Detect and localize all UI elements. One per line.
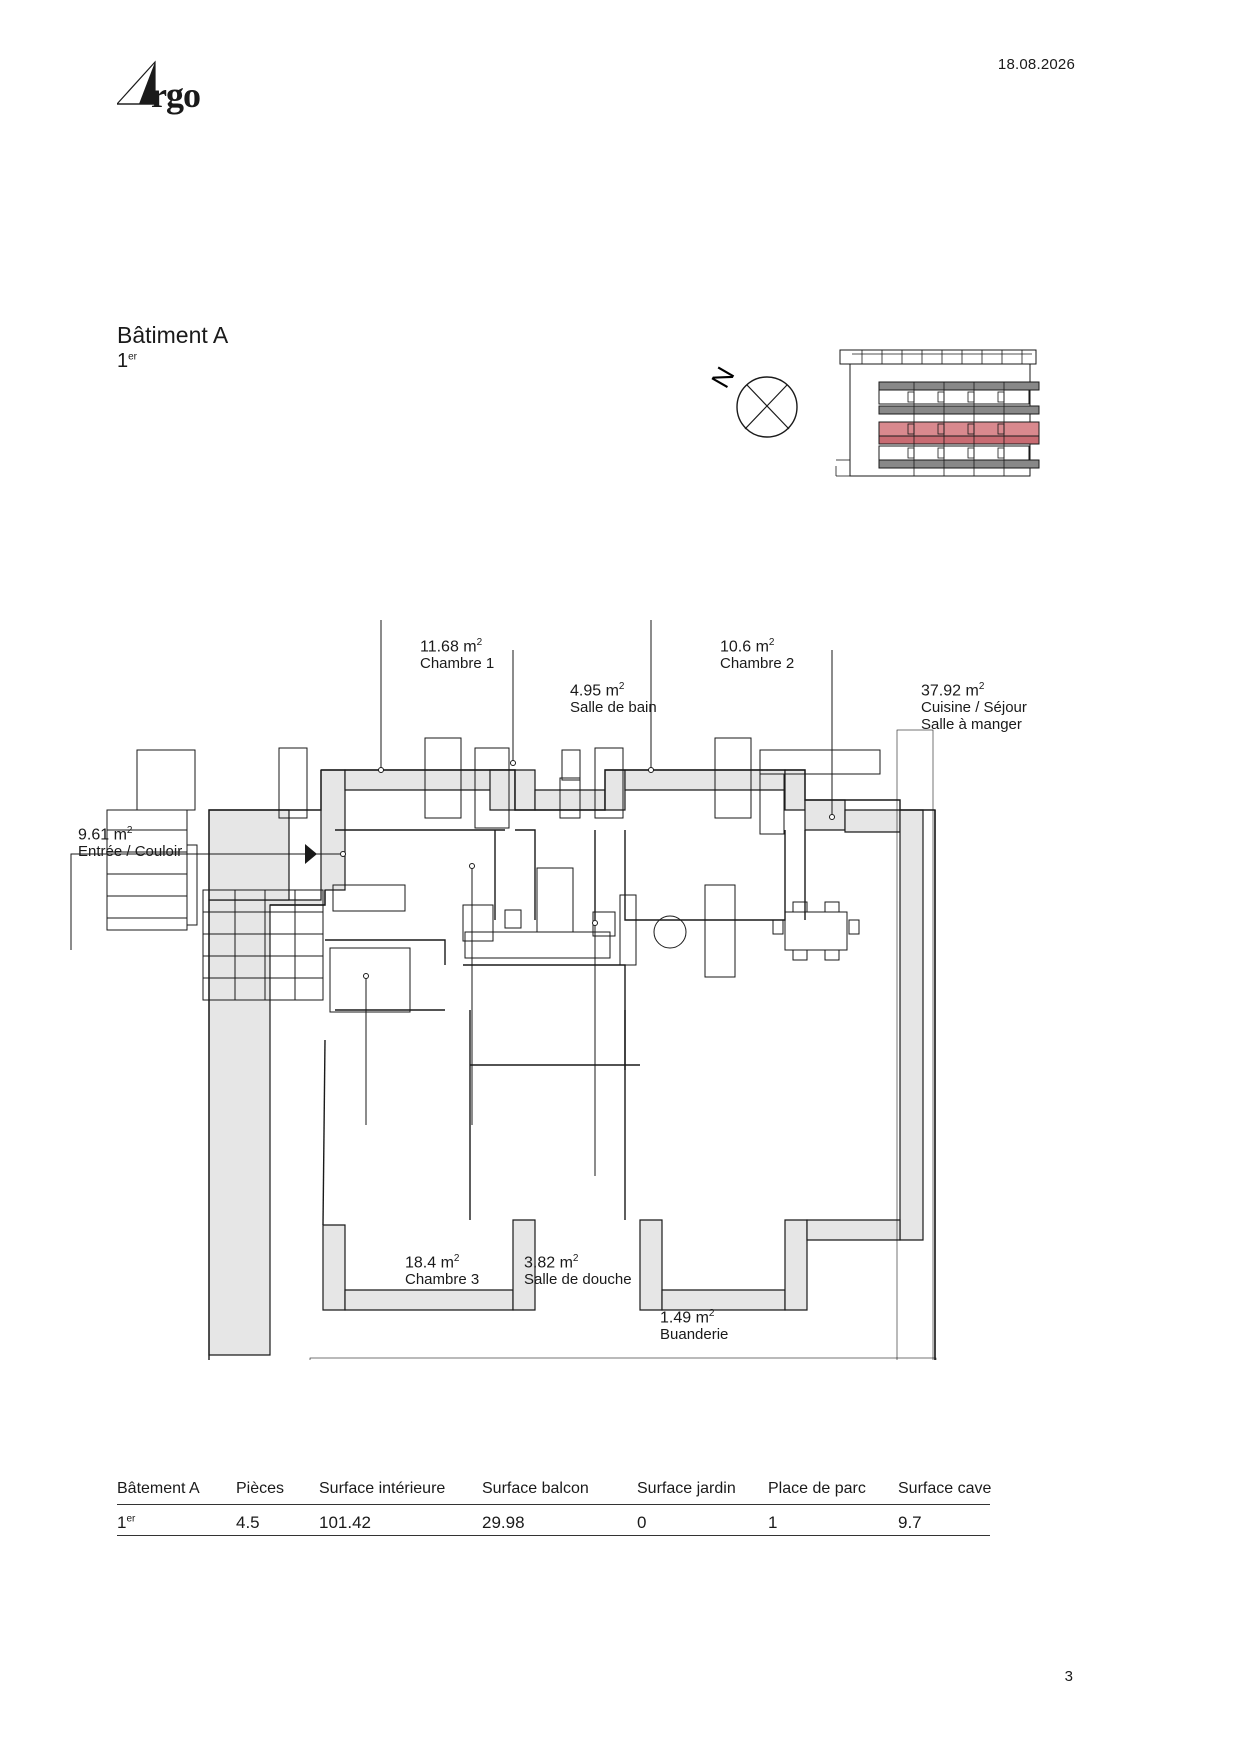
- compass-icon: N: [705, 362, 798, 438]
- col-header-jardin: Surface jardin: [637, 1480, 736, 1497]
- cell-interieure: 101.42: [319, 1513, 371, 1532]
- room-label-chambre3: 18.4 m2 Chambre 3: [405, 1253, 480, 1289]
- cell-jardin: 0: [637, 1513, 647, 1532]
- floor-plan: [70, 620, 937, 1360]
- room-label-chambre1: 11.68 m2 Chambre 1: [420, 637, 495, 673]
- summary-table: Bâtement A Pièces Surface intérieure Sur…: [117, 1474, 992, 1536]
- col-header-pieces: Pièces: [236, 1480, 285, 1497]
- logo-wordmark: rgo: [151, 75, 201, 115]
- svg-text:N: N: [705, 362, 740, 393]
- facade-keyplan: [835, 349, 1040, 477]
- col-header-batiment: Bâtement A: [117, 1480, 200, 1497]
- room-label-chambre2: 10.6 m2 Chambre 2: [720, 637, 795, 673]
- col-header-parc: Place de parc: [768, 1480, 866, 1497]
- cell-cave: 9.7: [898, 1513, 922, 1532]
- page-number: 3: [1064, 1668, 1073, 1685]
- cell-parc: 1: [768, 1513, 778, 1532]
- room-label-sdb: 4.95 m2 Salle de bain: [570, 681, 657, 717]
- cell-pieces: 4.5: [236, 1513, 260, 1532]
- table-header-row: Bâtement A Pièces Surface intérieure Sur…: [117, 1474, 992, 1505]
- room-label-entree: 9.61 m2 Entrée / Couloir: [78, 825, 183, 861]
- col-header-interieure: Surface intérieure: [319, 1480, 446, 1497]
- brand-logo: [117, 60, 156, 105]
- room-label-douche: 3.82 m2 Salle de douche: [524, 1253, 632, 1289]
- col-header-cave: Surface cave: [898, 1480, 992, 1497]
- table-row: 1er 4.5 101.42 29.98 0 1 9.7: [117, 1505, 990, 1536]
- col-header-balcon: Surface balcon: [482, 1480, 589, 1497]
- room-label-buanderie: 1.49 m2 Buanderie: [660, 1308, 729, 1344]
- building-title: Bâtiment A: [117, 322, 229, 348]
- room-label-sejour: 37.92 m2 Cuisine / Séjour Salle à manger: [921, 681, 1027, 734]
- cell-balcon: 29.98: [482, 1513, 525, 1532]
- document-date: 18.08.2026: [997, 56, 1075, 73]
- floor-label: 1er: [117, 350, 138, 372]
- cell-floor: 1er: [117, 1513, 136, 1532]
